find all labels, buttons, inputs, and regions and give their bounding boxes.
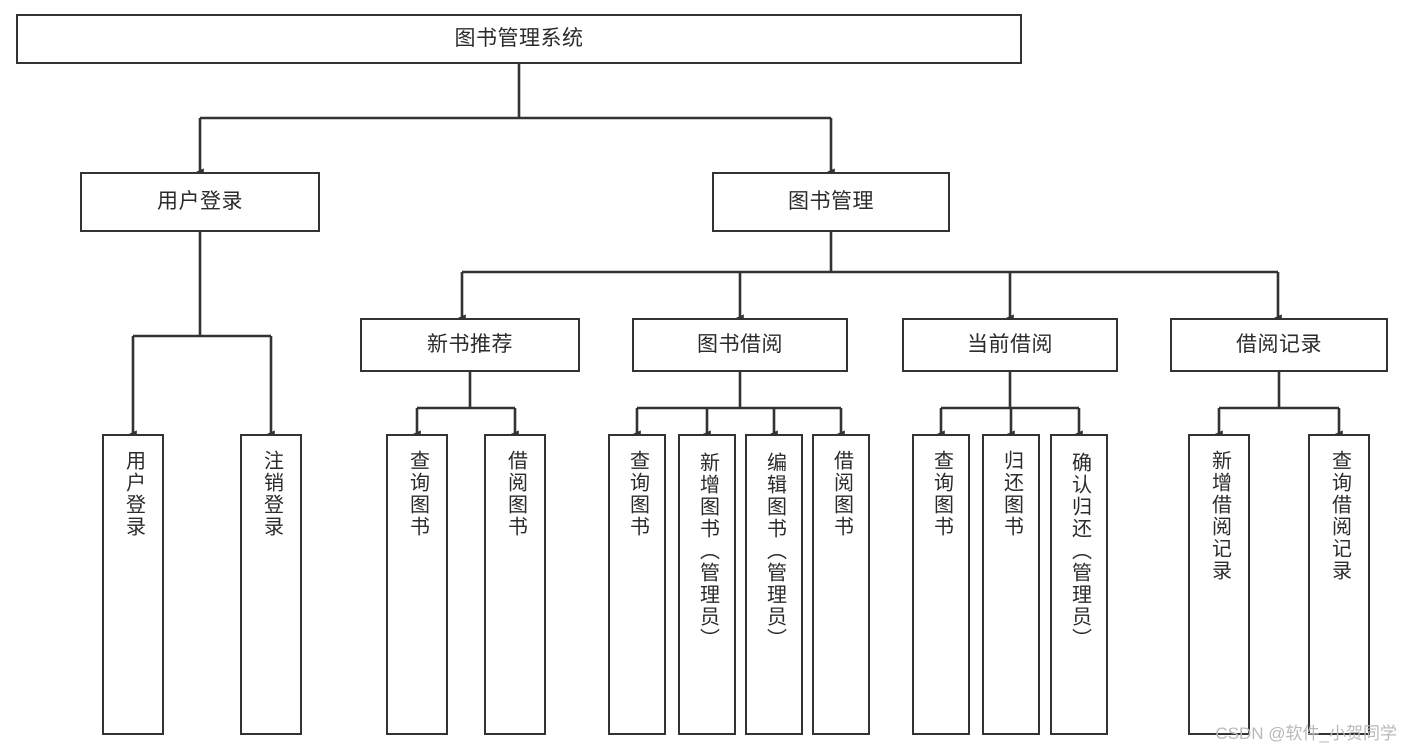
leaf-node-8[interactable]: 查询图书 — [912, 434, 970, 735]
level2-node-0[interactable]: 新书推荐 — [360, 318, 580, 372]
leaf-node-8-label: 查询图书 — [930, 450, 953, 538]
leaf-node-7-label: 借阅图书 — [830, 450, 853, 538]
csdn-watermark: CSDN @软件_小贺同学 — [1215, 724, 1397, 743]
leaf-node-9-label: 归还图书 — [1000, 450, 1023, 538]
leaf-node-12[interactable]: 查询借阅记录 — [1308, 434, 1370, 735]
level2-node-3-label: 借阅记录 — [1236, 333, 1322, 357]
leaf-node-7[interactable]: 借阅图书 — [812, 434, 870, 735]
level2-node-1-label: 图书借阅 — [697, 333, 783, 357]
root-node-label: 图书管理系统 — [454, 27, 584, 51]
level2-node-0-label: 新书推荐 — [427, 333, 513, 357]
level2-node-2-label: 当前借阅 — [967, 333, 1053, 357]
leaf-node-9[interactable]: 归还图书 — [982, 434, 1040, 735]
leaf-node-1[interactable]: 注销登录 — [240, 434, 302, 735]
leaf-node-4[interactable]: 查询图书 — [608, 434, 666, 735]
leaf-node-5[interactable]: 新增图书（管理员） — [678, 434, 736, 735]
level1-node-0-label: 用户登录 — [157, 190, 243, 214]
leaf-node-1-label: 注销登录 — [260, 450, 283, 538]
leaf-node-2-label: 查询图书 — [406, 450, 429, 538]
level1-node-1-label: 图书管理 — [788, 190, 874, 214]
leaf-node-11-label: 新增借阅记录 — [1208, 450, 1231, 582]
leaf-node-10[interactable]: 确认归还（管理员） — [1050, 434, 1108, 735]
leaf-node-10-label: 确认归还（管理员） — [1068, 452, 1091, 650]
level2-node-2[interactable]: 当前借阅 — [902, 318, 1118, 372]
leaf-node-0[interactable]: 用户登录 — [102, 434, 164, 735]
leaf-node-5-label: 新增图书（管理员） — [696, 452, 719, 650]
leaf-node-6[interactable]: 编辑图书（管理员） — [745, 434, 803, 735]
level2-node-1[interactable]: 图书借阅 — [632, 318, 848, 372]
leaf-node-6-label: 编辑图书（管理员） — [763, 452, 786, 650]
leaf-node-2[interactable]: 查询图书 — [386, 434, 448, 735]
leaf-node-3[interactable]: 借阅图书 — [484, 434, 546, 735]
leaf-node-11[interactable]: 新增借阅记录 — [1188, 434, 1250, 735]
leaf-node-3-label: 借阅图书 — [504, 450, 527, 538]
level2-node-3[interactable]: 借阅记录 — [1170, 318, 1388, 372]
level1-node-0[interactable]: 用户登录 — [80, 172, 320, 232]
root-node[interactable]: 图书管理系统 — [16, 14, 1022, 64]
level1-node-1[interactable]: 图书管理 — [712, 172, 950, 232]
leaf-node-12-label: 查询借阅记录 — [1328, 450, 1351, 582]
leaf-node-0-label: 用户登录 — [122, 450, 145, 538]
leaf-node-4-label: 查询图书 — [626, 450, 649, 538]
